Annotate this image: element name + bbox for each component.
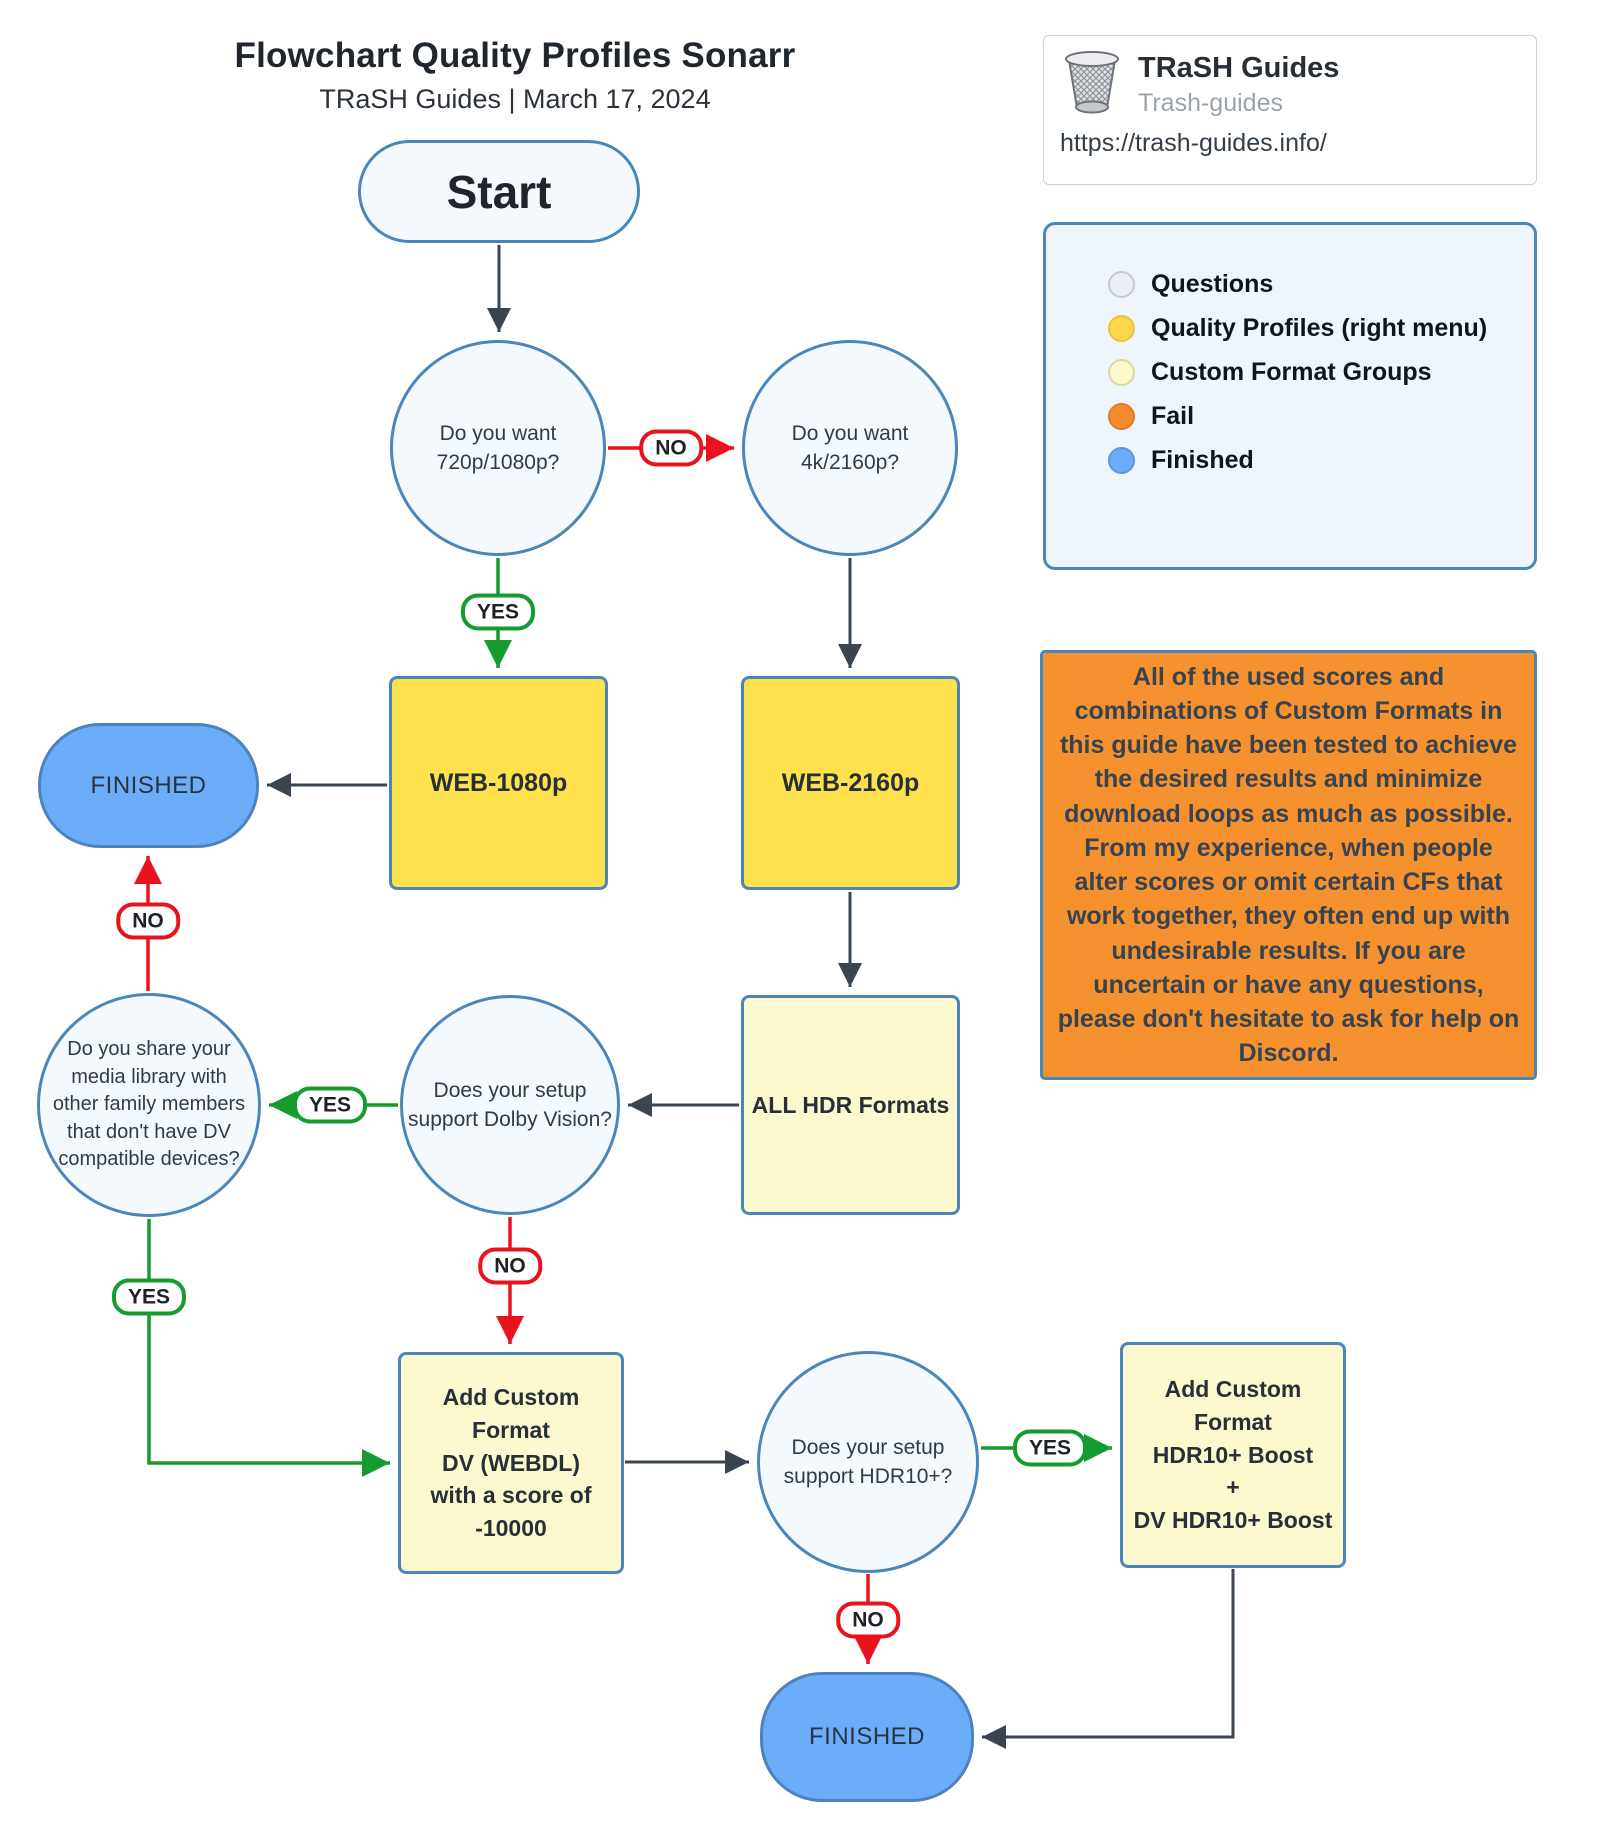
edge-label-yes-dolby-to-family: YES (292, 1086, 368, 1124)
node-add-custom-format-hdr10-boost: Add Custom Format HDR10+ Boost + DV HDR1… (1120, 1342, 1346, 1568)
legend-label: Quality Profiles (right menu) (1151, 314, 1488, 342)
node-question-4k-2160p: Do you want 4k/2160p? (742, 340, 958, 556)
legend-item-fail: Fail (1108, 402, 1534, 430)
warning-note-text: All of the used scores and combinations … (1057, 662, 1520, 1068)
edge-label-no-dolby-to-adddv: NO (478, 1247, 542, 1285)
edge-label-yes-720p-to-web1080: YES (460, 593, 536, 631)
source-card: TRaSH Guides Trash-guides https://trash-… (1043, 35, 1537, 185)
node-finished-bottom: FINISHED (760, 1672, 974, 1802)
page-subtitle: TRaSH Guides | March 17, 2024 (319, 84, 711, 114)
source-name: TRaSH Guides (1138, 52, 1340, 84)
legend-label: Fail (1151, 402, 1195, 430)
source-handle: Trash-guides (1138, 89, 1283, 117)
edge-label-no-hdr10-to-finished: NO (836, 1601, 900, 1639)
header: Flowchart Quality Profiles Sonarr TRaSH … (0, 36, 1030, 115)
legend: Questions Quality Profiles (right menu) … (1043, 222, 1537, 570)
node-all-hdr-formats: ALL HDR Formats (741, 995, 960, 1215)
legend-label: Finished (1151, 446, 1254, 474)
quality-profiles-color-dot (1108, 315, 1135, 342)
node-finished-left: FINISHED (38, 723, 259, 848)
node-web-2160p: WEB-2160p (741, 676, 960, 890)
source-card-texts: TRaSH Guides Trash-guides (1138, 48, 1339, 118)
node-start: Start (358, 140, 640, 243)
legend-label: Questions (1151, 270, 1274, 298)
edge-label-yes-family-to-adddv: YES (111, 1278, 187, 1316)
questions-color-dot (1108, 271, 1135, 298)
custom-format-groups-color-dot (1108, 359, 1135, 386)
legend-item-quality-profiles: Quality Profiles (right menu) (1108, 314, 1534, 342)
edge-label-no-family-to-finished: NO (116, 902, 180, 940)
legend-label: Custom Format Groups (1151, 358, 1432, 386)
node-question-dolby-vision: Does your setup support Dolby Vision? (400, 995, 620, 1215)
finished-color-dot (1108, 447, 1135, 474)
legend-item-finished: Finished (1108, 446, 1534, 474)
node-add-custom-format-dv-webdl: Add Custom Format DV (WEBDL) with a scor… (398, 1352, 624, 1574)
edge-label-no-720p-to-4k: NO (639, 429, 703, 467)
node-question-720p-1080p: Do you want 720p/1080p? (390, 340, 606, 556)
legend-item-questions: Questions (1108, 270, 1534, 298)
node-web-1080p: WEB-1080p (389, 676, 608, 890)
fail-color-dot (1108, 403, 1135, 430)
trash-can-icon (1060, 48, 1124, 123)
source-url[interactable]: https://trash-guides.info/ (1060, 129, 1327, 157)
legend-item-custom-format-groups: Custom Format Groups (1108, 358, 1534, 386)
source-card-top: TRaSH Guides Trash-guides (1060, 48, 1520, 123)
node-question-hdr10-plus: Does your setup support HDR10+? (757, 1351, 979, 1573)
warning-note: All of the used scores and combinations … (1040, 650, 1537, 1080)
page-title: Flowchart Quality Profiles Sonarr (234, 36, 796, 75)
node-question-family-share: Do you share your media library with oth… (37, 993, 261, 1217)
edge-label-yes-hdr10-to-boost: YES (1012, 1429, 1088, 1467)
